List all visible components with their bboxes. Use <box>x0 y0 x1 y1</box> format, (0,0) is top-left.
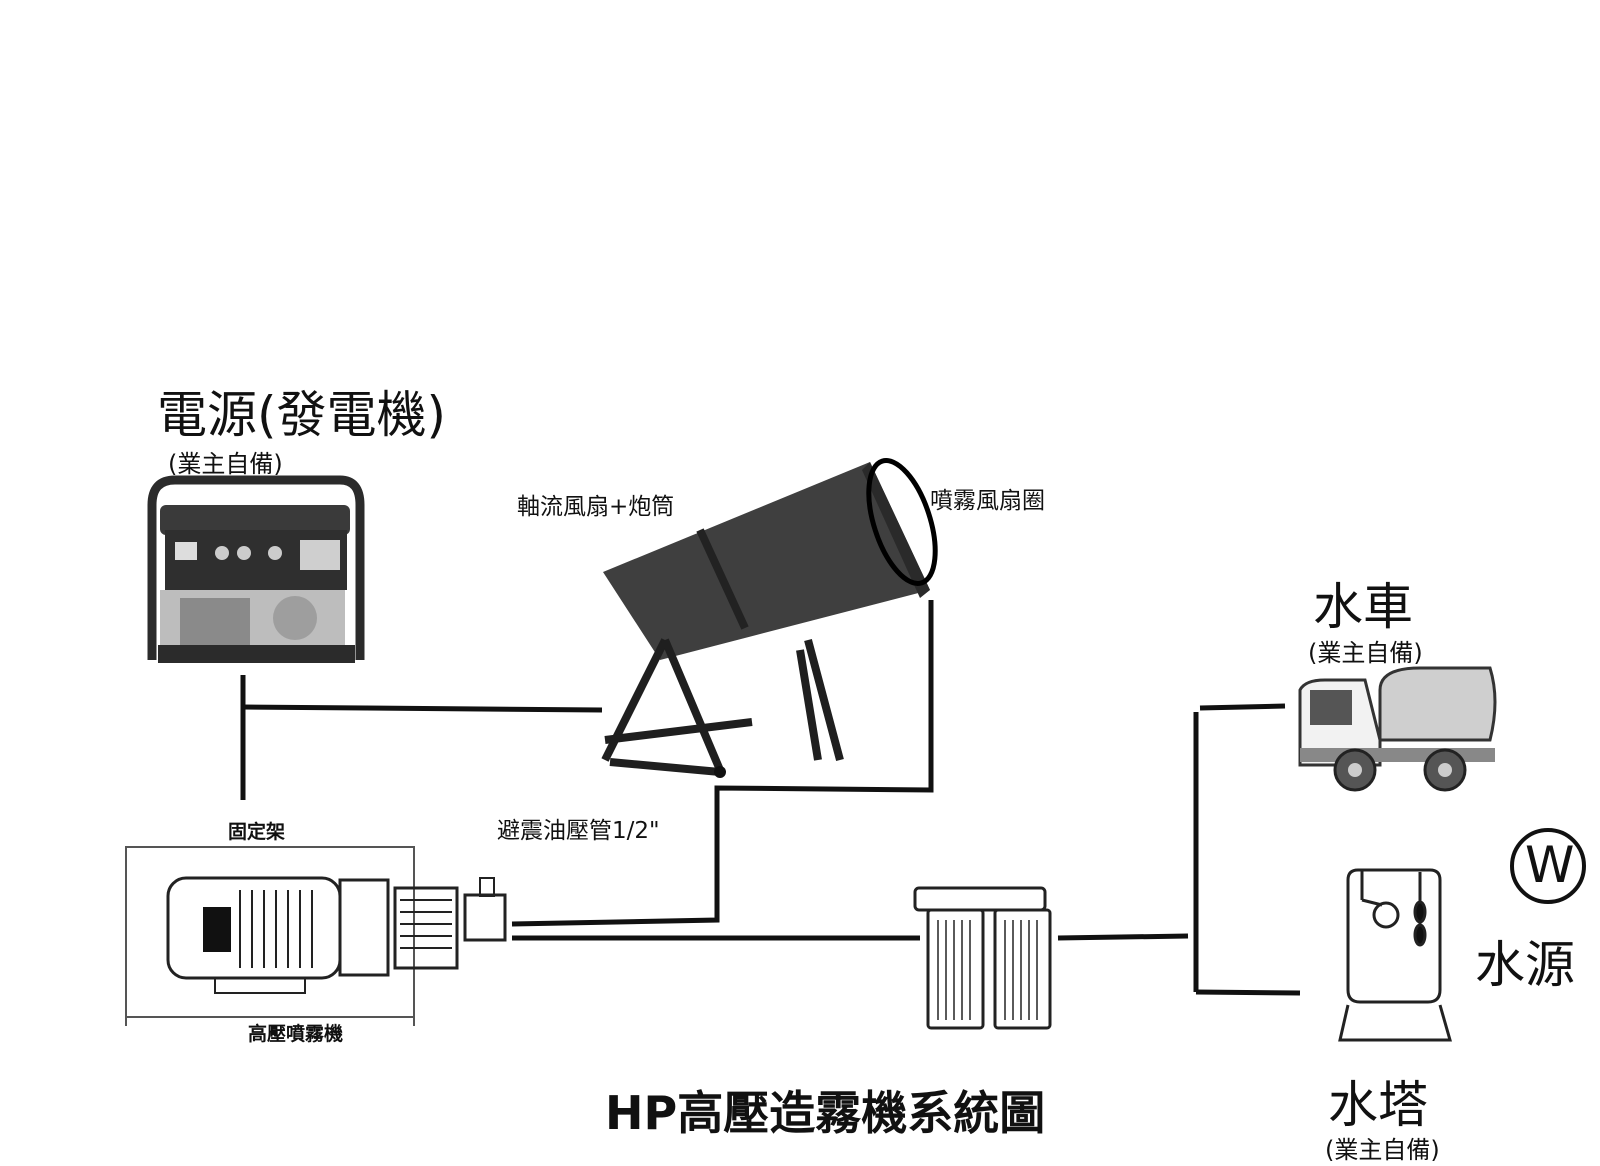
connection-lines <box>240 600 1301 996</box>
fan-label: 軸流風扇+炮筒 <box>517 494 675 520</box>
filter-to-source-line <box>1057 933 1189 941</box>
power-to-fan-line <box>242 704 603 713</box>
tower-title: 水塔 <box>1328 1076 1428 1134</box>
truck-icon <box>1298 666 1497 792</box>
generator-icon <box>147 475 365 663</box>
tank-icon <box>1338 868 1452 1042</box>
ring-label: 噴霧風扇圈 <box>930 488 1045 514</box>
water-source-symbol <box>1510 828 1586 904</box>
truck-title: 水車 <box>1313 578 1413 636</box>
spray-ring-icon <box>866 458 938 586</box>
frame-label: 固定架 <box>228 821 286 843</box>
power-note: (業主自備) <box>168 450 283 478</box>
branch-to-truck-line <box>1199 703 1286 711</box>
hydraulic-hose-line <box>511 600 934 927</box>
water-symbol-letter: W <box>1525 836 1575 894</box>
diagram-title: HP高壓造霧機系統圖 <box>605 1086 1046 1140</box>
tower-note: (業主自備) <box>1325 1136 1440 1164</box>
water-source-label: 水源 <box>1475 936 1575 994</box>
truck-note: (業主自備) <box>1308 639 1423 667</box>
branch-to-tower-line <box>1195 989 1301 996</box>
pump-motor-icon <box>125 846 507 1026</box>
power-title: 電源(發電機) <box>157 386 447 444</box>
fan-cannon-icon <box>601 458 938 778</box>
filter-icon <box>913 886 1052 1030</box>
machine-label: 高壓噴霧機 <box>248 1023 344 1045</box>
hose-label: 避震油壓管1/2" <box>497 818 660 844</box>
